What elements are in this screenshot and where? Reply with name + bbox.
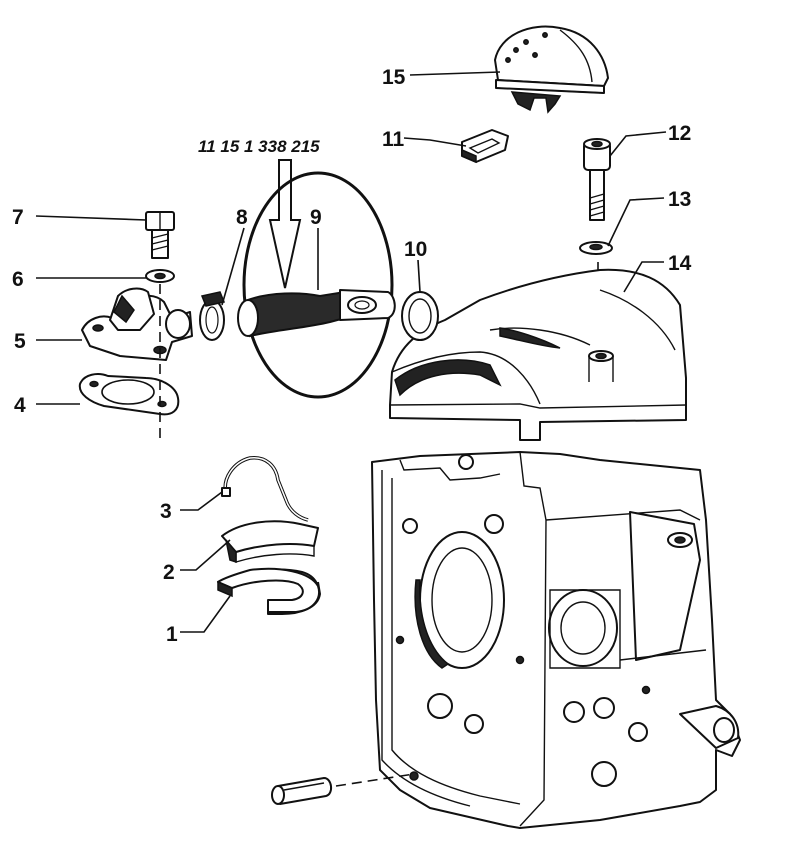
part-3-wire-spring bbox=[221, 456, 309, 522]
label-12: 12 bbox=[668, 122, 691, 145]
label-1: 1 bbox=[166, 623, 178, 646]
crankcase bbox=[371, 451, 741, 829]
part-14-cover bbox=[389, 268, 687, 441]
label-14: 14 bbox=[668, 252, 692, 275]
label-2: 2 bbox=[163, 561, 175, 584]
part-8-hose-clamp bbox=[199, 291, 226, 341]
label-5: 5 bbox=[14, 330, 26, 353]
callout-arrow bbox=[268, 159, 302, 289]
part-9-breather-hose bbox=[237, 289, 396, 338]
part-7-bolt bbox=[145, 211, 175, 259]
part-13-washer bbox=[579, 241, 613, 255]
label-10: 10 bbox=[404, 238, 427, 261]
label-9: 9 bbox=[310, 206, 322, 229]
part-5-housing bbox=[81, 287, 193, 361]
highlight-circle bbox=[242, 171, 394, 399]
label-7: 7 bbox=[12, 206, 24, 229]
label-6: 6 bbox=[12, 268, 24, 291]
part-number-callout: 11 15 1 338 215 bbox=[198, 137, 320, 156]
label-8: 8 bbox=[236, 206, 248, 229]
label-4: 4 bbox=[14, 394, 26, 417]
part-1-horseshoe-plate bbox=[217, 567, 321, 615]
part-10-o-ring bbox=[401, 291, 439, 341]
dowel-pin bbox=[271, 777, 332, 805]
part-4-gasket bbox=[78, 373, 180, 416]
leader-lines bbox=[35, 71, 667, 633]
part-11-grommet bbox=[461, 129, 509, 164]
label-15: 15 bbox=[382, 66, 406, 89]
label-11: 11 bbox=[382, 128, 405, 151]
part-15-breather-cap bbox=[494, 25, 609, 114]
part-12-bolt bbox=[583, 138, 611, 221]
part-2-shoe bbox=[221, 520, 319, 564]
part-6-washer bbox=[145, 269, 175, 283]
pin-axis-line bbox=[335, 773, 415, 787]
label-3: 3 bbox=[160, 500, 172, 523]
label-13: 13 bbox=[668, 188, 691, 211]
